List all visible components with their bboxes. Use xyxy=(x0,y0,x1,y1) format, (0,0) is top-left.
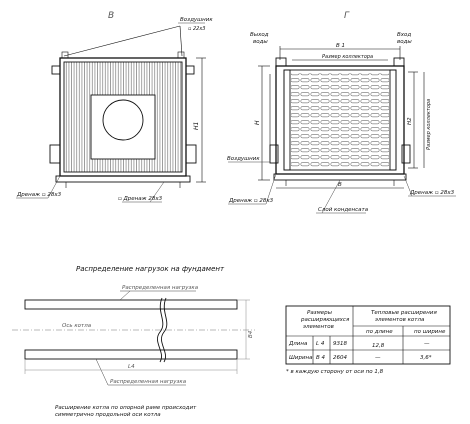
expansion-table: Размеры расширяющихся элементов Тепловые… xyxy=(285,305,451,375)
row1-by-len: 12,8 xyxy=(372,343,385,349)
row1-val: 9318 xyxy=(333,341,347,347)
load-top-label: Распределенная нагрузка xyxy=(122,285,199,291)
view-b-h1: Н1 xyxy=(193,122,200,130)
view-b-vent-label: Воздушник xyxy=(180,17,213,23)
load-distribution: Распределение нагрузок на фундамент Ось … xyxy=(12,265,255,418)
load-bottom-label: Распределенная нагрузка xyxy=(110,379,187,385)
table-head-group-l1: Тепловые расширения xyxy=(371,310,437,316)
table-sub-width: по ширине xyxy=(414,329,446,335)
break-line xyxy=(157,297,164,363)
view-g-base xyxy=(273,173,407,181)
table-head-col1-l2: расширяющихся xyxy=(300,317,350,323)
view-g-h: Н xyxy=(254,120,261,125)
view-g: Г Выход воды Вход воды В 1 Размер коллек… xyxy=(227,11,456,214)
row2-by-wid: 3,6* xyxy=(420,355,432,361)
view-g-drain-left: Дренаж ▫ 28x3 xyxy=(228,198,274,204)
water-out-line2: воды xyxy=(253,39,268,45)
view-g-manifold-h: Размер коллектора xyxy=(322,54,373,60)
water-out-line1: Выход xyxy=(250,32,269,38)
view-g-b: В xyxy=(338,182,342,188)
loads-note-line2: симметрично продольной оси котла xyxy=(55,412,161,418)
view-g-manifold-v: Размер коллектора xyxy=(426,99,432,150)
table-footnote: * в каждую сторону от оси по 1,8 xyxy=(286,369,384,375)
left-header xyxy=(283,69,291,171)
table-head-col1-l3: элементов xyxy=(303,324,334,330)
view-g-label: Г xyxy=(344,11,350,21)
row1-by-wid: — xyxy=(424,341,430,347)
row2-sym: В 4 xyxy=(316,355,326,361)
loads-title: Распределение нагрузок на фундамент xyxy=(76,265,225,273)
table-head-col1-l1: Размеры xyxy=(307,310,333,316)
view-b-panel xyxy=(90,94,156,160)
view-g-drain-right: Дренаж ▫ 28x3 xyxy=(409,190,455,196)
water-in-line1: Вход xyxy=(397,32,411,38)
view-g-b1: В 1 xyxy=(336,43,345,49)
row1-sym: L 4 xyxy=(316,341,325,347)
view-b-base xyxy=(55,175,191,183)
view-b-label: В xyxy=(108,11,114,21)
view-b-drain-left: Дренаж ▫ 28x3 xyxy=(16,192,62,198)
vent-stub-right xyxy=(177,51,185,59)
loads-note-line1: Расширение котла по опорной раме происхо… xyxy=(55,405,197,411)
view-b-drain-right: ▫ Дренаж 28x3 xyxy=(118,196,163,202)
view-b: В Воздушник ▫ 22x3 Н1 Дренаж ▫ 28x xyxy=(16,11,213,203)
tube-bundle xyxy=(291,73,389,167)
row2-val: 2604 xyxy=(333,355,347,361)
water-out-pipe xyxy=(275,57,287,67)
dim-l4: L4 xyxy=(128,364,135,370)
view-b-round-opening xyxy=(102,99,144,141)
beam-top xyxy=(24,299,238,310)
row1-name: Длина xyxy=(288,341,308,347)
view-g-h2: Н2 xyxy=(407,117,413,125)
dim-b4: В4 xyxy=(248,330,254,338)
table-head-group-l2: элементов котла xyxy=(375,317,425,323)
water-in-line2: воды xyxy=(397,39,412,45)
view-b-vent-size: ▫ 22x3 xyxy=(188,26,205,32)
view-g-condensate: Слой конденсата xyxy=(318,207,369,213)
right-header xyxy=(389,69,397,171)
row2-by-len: — xyxy=(375,355,381,361)
view-g-vent: Воздушник xyxy=(227,156,260,162)
row2-name: Ширина xyxy=(289,355,313,361)
beam-bottom xyxy=(24,349,238,360)
water-in-pipe xyxy=(393,57,405,67)
table-sub-length: по длине xyxy=(366,329,393,335)
axis-label: Ось котла xyxy=(62,323,92,329)
